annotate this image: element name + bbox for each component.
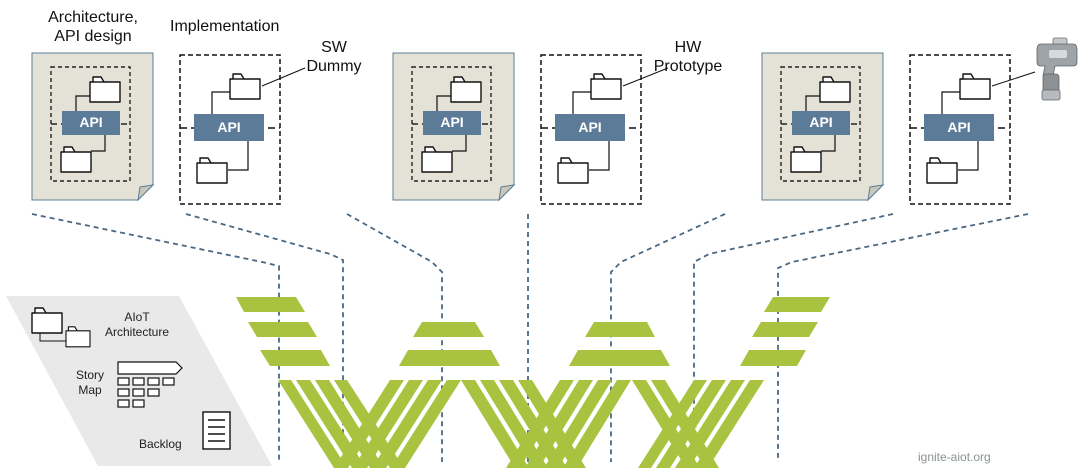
story-map-label: Story Map xyxy=(70,368,110,398)
callout-line xyxy=(622,67,669,87)
legend-panel xyxy=(6,296,272,466)
architecture-doc-3 xyxy=(761,52,885,202)
backlog-label: Backlog xyxy=(139,437,182,451)
hw-prototype-label: HW Prototype xyxy=(645,38,731,76)
api-label: API xyxy=(578,119,602,135)
implementation-sw-dummy xyxy=(179,54,306,205)
architecture-doc-1 xyxy=(31,52,155,202)
api-label: API xyxy=(947,119,971,135)
folder-icon xyxy=(196,157,228,184)
api-label: API xyxy=(809,114,833,130)
architecture-api-design-label: Architecture, API design xyxy=(30,8,156,46)
label-line: AIoT xyxy=(124,310,150,324)
folder-icon xyxy=(229,73,261,100)
label-line: Prototype xyxy=(653,58,723,75)
api-label: API xyxy=(79,114,103,130)
folder-icon xyxy=(926,157,958,184)
aiot-architecture-label: AIoT Architecture xyxy=(96,310,178,340)
label-line: Dummy xyxy=(306,58,362,75)
folder-icon xyxy=(557,157,589,184)
api-label: API xyxy=(217,119,241,135)
implementation-label: Implementation xyxy=(170,18,280,35)
label-line: Architecture, xyxy=(48,9,138,26)
sw-dummy-label: SW Dummy xyxy=(300,38,368,76)
source-credit: ignite-aiot.org xyxy=(918,450,991,464)
label-line: SW xyxy=(321,39,347,56)
label-line: Map xyxy=(78,383,102,397)
architecture-doc-2 xyxy=(392,52,516,202)
api-label: API xyxy=(440,114,464,130)
folder-icon xyxy=(590,73,622,100)
label-line: Story xyxy=(75,368,104,382)
folder-icon xyxy=(959,73,991,100)
chevron-graphic xyxy=(236,297,830,468)
callout-line xyxy=(261,67,306,87)
label-line: Architecture xyxy=(104,325,170,339)
implementation-product xyxy=(909,54,1036,205)
backlog-icon xyxy=(202,411,231,450)
story-map-icon xyxy=(117,361,183,408)
callout-line xyxy=(991,71,1036,87)
drill-icon xyxy=(1036,37,1078,101)
implementation-hw-prototype xyxy=(540,54,669,205)
label-line: HW xyxy=(674,39,702,56)
label-line: API design xyxy=(54,28,132,45)
